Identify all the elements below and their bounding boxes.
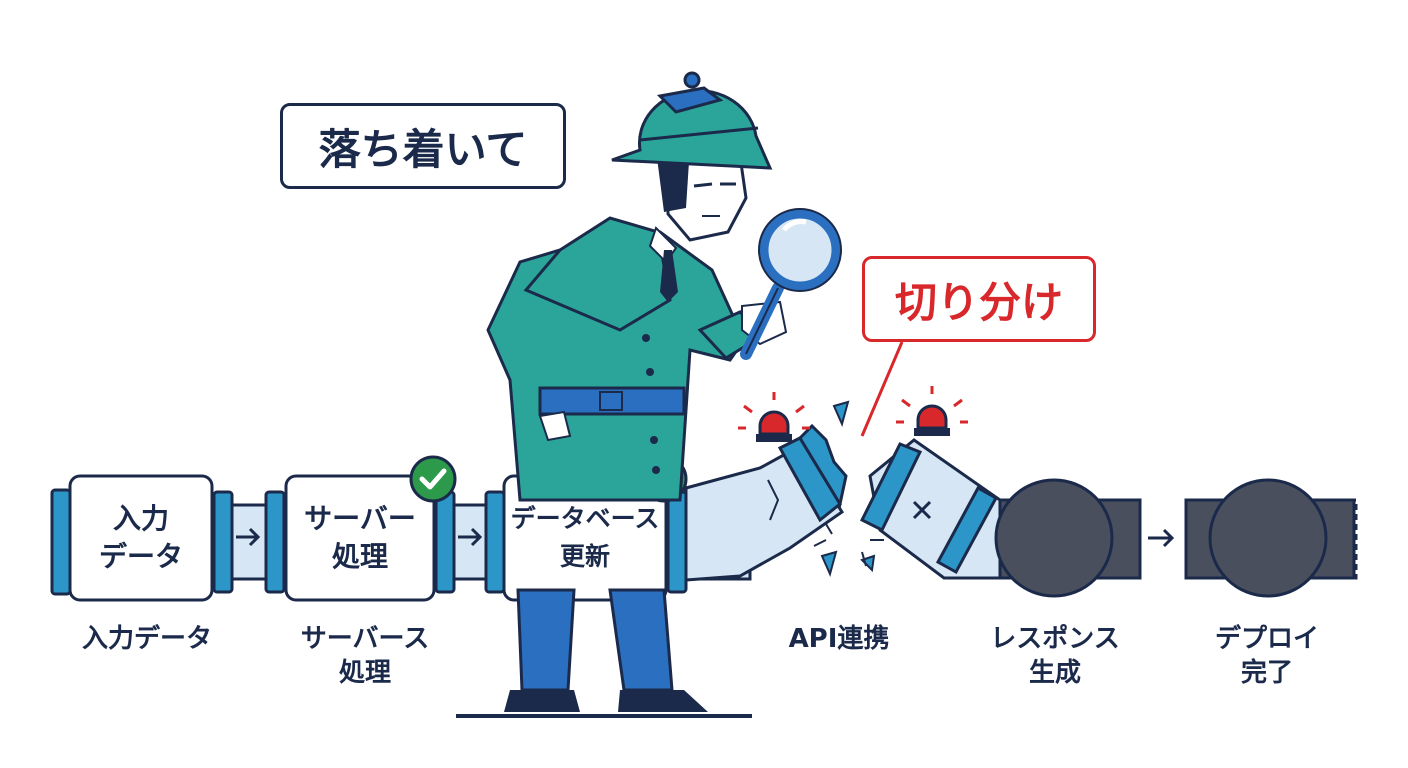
magnifier-icon [740,208,842,360]
stage-label-deploy: デプロイ 完了 [1172,622,1362,690]
pipe-shards [820,400,876,577]
box-line1: 入力 [112,502,169,535]
callout-pointer [860,341,904,437]
deploy-node [1184,478,1358,598]
callout-isolate: 切り分け [862,256,1096,342]
stage-label-line2: 生成 [1028,658,1081,688]
stage-label-input: 入力データ [52,622,242,656]
stage-label-line2: 処理 [338,658,391,688]
stage-label-line1: 入力データ [81,624,212,654]
broken-pipe-right [859,438,1002,580]
stage-label-line1: サーバース [300,624,430,654]
stage-label-line2: 完了 [1240,658,1293,688]
stage-box-server-label: サーバー 処理 [286,500,434,576]
pipe-joints [50,488,688,596]
stage-label-server: サーバース 処理 [270,622,460,690]
cross-icon [912,500,932,520]
stage-label-response: レスポンス 生成 [960,622,1150,690]
stage-box-database-label: データベース 更新 [504,500,666,576]
stage-label-line1: デプロイ [1214,624,1319,654]
stage-box-server [284,474,436,602]
arrow-right-icon [236,527,261,547]
box-line1: データベース [510,504,660,533]
stage-box-input-label: 入力 データ [70,500,212,576]
box-line2: データ [98,540,183,573]
broken-pipe-left [684,423,848,582]
box-line1: サーバー [304,502,416,535]
arrow-right-icon [458,527,483,547]
response-node [994,478,1142,598]
box-line2: 更新 [559,542,610,571]
stage-box-input [68,474,214,602]
callout-calm: 落ち着いて [280,103,566,189]
stage-label-api: API連携 [744,622,934,656]
check-icon [409,455,457,503]
stage-label-line1: レスポンス [990,624,1120,654]
siren-icon [896,386,968,436]
arrow-right-icon [1148,528,1175,548]
spark-lines [813,523,884,567]
stage-label-line1: API連携 [788,624,890,654]
box-line2: 処理 [331,540,388,573]
siren-icon [738,392,810,442]
